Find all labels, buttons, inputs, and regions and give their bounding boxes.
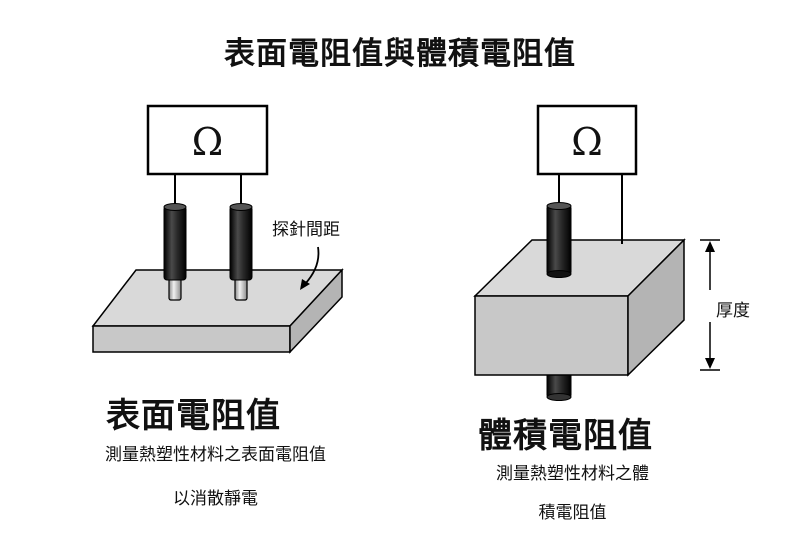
surface-probe-left xyxy=(163,203,187,301)
surface-probe-right xyxy=(229,203,253,301)
surface-description-line2: 以消散靜電 xyxy=(173,489,258,509)
volume-setup xyxy=(473,104,720,401)
probe-spacing-label: 探針間距 xyxy=(272,220,340,240)
volume-ohmmeter-box xyxy=(536,104,638,176)
volume-block xyxy=(473,238,686,377)
surface-setup xyxy=(91,104,344,354)
volume-description-line1: 測量熱塑性材料之體 xyxy=(496,464,649,484)
surface-resistance-heading: 表面電阻值 xyxy=(106,396,281,436)
volume-resistance-heading: 體積電阻值 xyxy=(478,416,653,456)
volume-description-line2: 積電阻值 xyxy=(538,503,607,523)
volume-probe-top xyxy=(546,202,572,278)
probe-spacing-arrow xyxy=(300,246,320,290)
surface-description-line1: 測量熱塑性材料之表面電阻值 xyxy=(105,445,326,465)
surface-ohmmeter-box xyxy=(146,104,269,176)
surface-ohm-symbol: Ω xyxy=(191,120,224,164)
page-title: 表面電阻值與體積電阻值 xyxy=(224,36,576,72)
thickness-dimension xyxy=(700,239,720,371)
surface-slab xyxy=(91,268,344,354)
volume-ohm-symbol: Ω xyxy=(571,120,603,164)
thickness-label: 厚度 xyxy=(716,301,750,321)
